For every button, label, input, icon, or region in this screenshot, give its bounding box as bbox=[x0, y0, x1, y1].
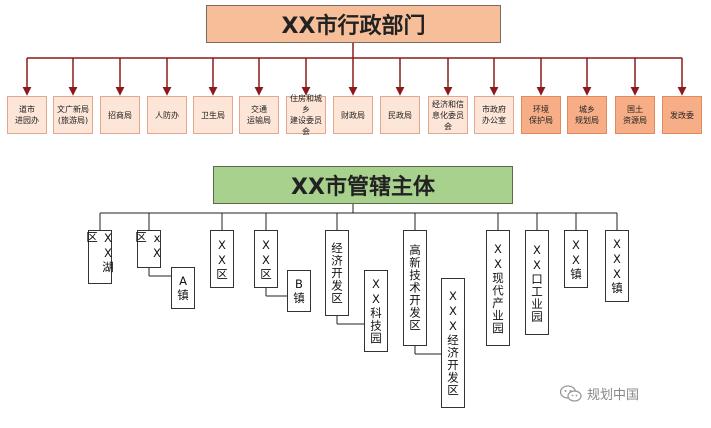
department-box: 国土 资源局 bbox=[615, 96, 655, 134]
department-box: 交通 运输局 bbox=[239, 96, 279, 134]
entity-box: XX镇 bbox=[564, 230, 588, 288]
department-label: 财政局 bbox=[341, 110, 365, 120]
department-label: 环境 保护局 bbox=[529, 105, 553, 125]
jurisdiction-title: XX市管辖主体 bbox=[213, 166, 513, 204]
department-box: 经济和信 息化委员会 bbox=[428, 96, 468, 134]
department-box: 文广新局 (旅游局) bbox=[53, 96, 93, 134]
department-box: 人防办 bbox=[147, 96, 187, 134]
department-label: 发改委 bbox=[670, 110, 694, 120]
entity-box: XXX经济开发区 bbox=[441, 278, 465, 408]
entity-label: XX区 bbox=[215, 237, 229, 281]
department-label: 经济和信 息化委员会 bbox=[432, 99, 464, 131]
department-label: 住房和城乡 建设委员会 bbox=[290, 94, 322, 136]
department-box: 住房和城乡 建设委员会 bbox=[286, 94, 326, 136]
entity-label: XX科技园 bbox=[369, 277, 383, 345]
wechat-icon bbox=[560, 384, 582, 402]
entity-label: XX湖区 bbox=[85, 231, 115, 274]
department-label: 民政局 bbox=[388, 110, 412, 120]
department-box: 发改委 bbox=[662, 96, 702, 134]
department-label: 城乡 规划局 bbox=[575, 105, 599, 125]
entity-label: xX区 bbox=[134, 231, 164, 261]
department-box: 市政府 办公室 bbox=[474, 96, 514, 134]
department-label: 国土 资源局 bbox=[623, 105, 647, 125]
entity-label: XX区 bbox=[259, 237, 273, 281]
department-label: 人防办 bbox=[155, 110, 179, 120]
entity-box: XX湖区 bbox=[85, 230, 115, 284]
entity-label: XX镇 bbox=[569, 237, 583, 281]
department-box: 环境 保护局 bbox=[521, 96, 561, 134]
department-label: 文广新局 (旅游局) bbox=[57, 105, 89, 125]
entity-label: XX口工业园 bbox=[530, 242, 544, 323]
department-box: 招商局 bbox=[100, 96, 140, 134]
department-box: 道市 进园办 bbox=[7, 96, 47, 134]
department-label: 市政府 办公室 bbox=[482, 105, 506, 125]
department-label: 卫生局 bbox=[201, 110, 225, 120]
department-label: 交通 运输局 bbox=[247, 105, 271, 125]
entity-label: XXX镇 bbox=[610, 237, 624, 295]
entity-label: 经济开发区 bbox=[330, 241, 344, 305]
entity-box: A镇 bbox=[171, 267, 195, 309]
department-label: 道市 进园办 bbox=[15, 105, 39, 125]
watermark: 规划中国 bbox=[560, 384, 639, 403]
admin-departments-title: XX市行政部门 bbox=[206, 5, 501, 43]
entity-box: xX区 bbox=[134, 230, 164, 268]
entity-label: A镇 bbox=[176, 274, 190, 302]
entity-label: XX现代产业园 bbox=[491, 241, 505, 335]
entity-box: XXX镇 bbox=[605, 230, 629, 302]
entity-box: XX科技园 bbox=[364, 270, 388, 352]
entity-box: 经济开发区 bbox=[325, 230, 349, 316]
entity-label: B镇 bbox=[292, 277, 306, 305]
watermark-text: 规划中国 bbox=[587, 388, 640, 403]
department-box: 财政局 bbox=[333, 96, 373, 134]
entity-box: 高新技术开发区 bbox=[403, 230, 427, 346]
entity-label: XXX经济开发区 bbox=[446, 289, 460, 397]
department-box: 城乡 规划局 bbox=[567, 96, 607, 134]
entity-box: XX区 bbox=[254, 230, 278, 288]
entity-box: XX区 bbox=[210, 230, 234, 288]
entity-box: XX现代产业园 bbox=[486, 230, 510, 346]
entity-label: 高新技术开发区 bbox=[408, 244, 422, 332]
department-box: 卫生局 bbox=[193, 96, 233, 134]
entity-box: B镇 bbox=[287, 270, 311, 312]
department-box: 民政局 bbox=[380, 96, 420, 134]
department-label: 招商局 bbox=[108, 110, 132, 120]
entity-box: XX口工业园 bbox=[525, 230, 549, 335]
